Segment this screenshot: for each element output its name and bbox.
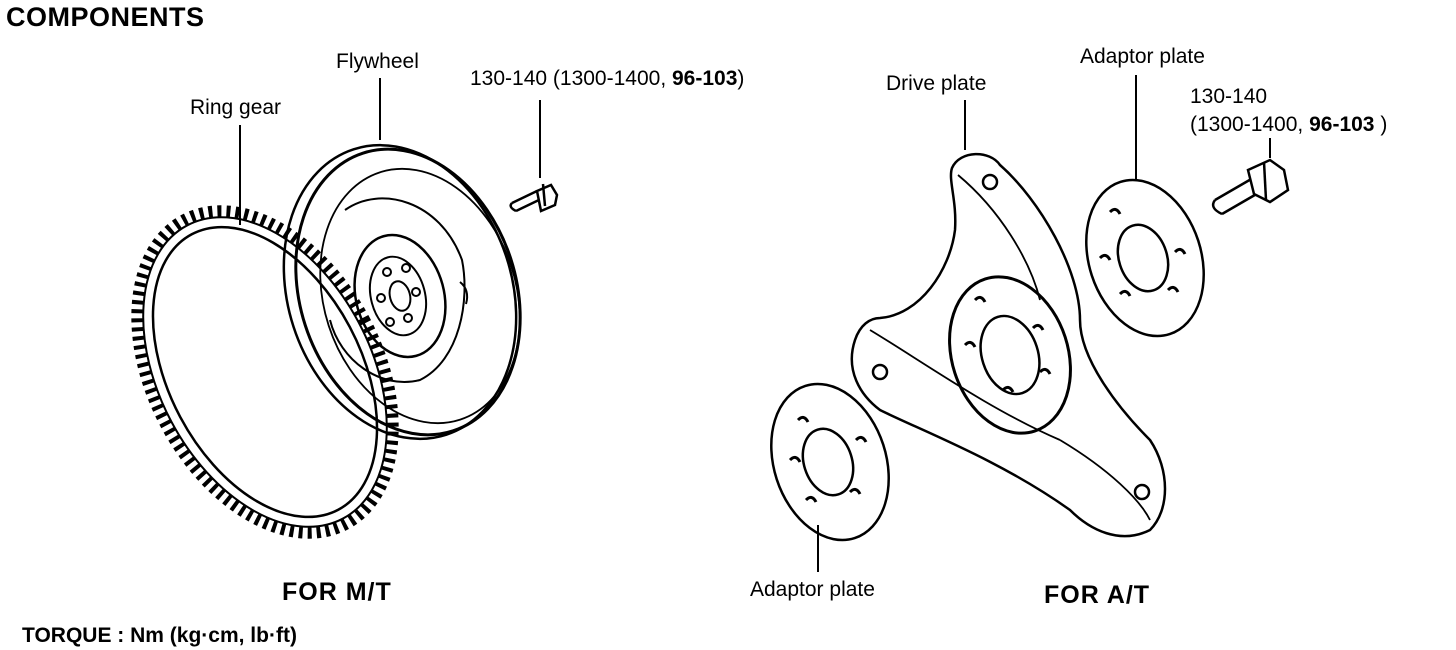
- mt-bolt-torque-bold: 96-103: [672, 67, 738, 90]
- ring-gear: [131, 205, 399, 539]
- at-bolt: [1211, 158, 1290, 216]
- at-bolt-torque-line2-bold: 96-103: [1309, 113, 1375, 136]
- at-bolt-torque-line1: 130-140: [1190, 85, 1268, 108]
- mt-bolt-torque: 130-140 (1300-1400, 96-103): [470, 67, 744, 91]
- at-bolt-torque-line2-suffix: ): [1374, 113, 1388, 136]
- mt-bolt-torque-prefix: 130-140 (1300-1400,: [470, 67, 672, 90]
- drive-plate: [850, 152, 1167, 538]
- adaptor-plate-top: [1085, 178, 1205, 338]
- adaptor-plate-top-label: Adaptor plate: [1080, 45, 1205, 68]
- flywheel: [282, 143, 522, 441]
- page-title: COMPONENTS: [6, 2, 205, 32]
- flywheel-label: Flywheel: [336, 50, 419, 73]
- at-caption: FOR A/T: [1044, 581, 1151, 609]
- mt-bolt: [509, 183, 559, 213]
- at-bolt-torque-line2: (1300-1400, 96-103 ): [1190, 113, 1387, 137]
- at-bolt-torque-line2-prefix: (1300-1400,: [1190, 113, 1310, 136]
- adaptor-plate-bottom: [770, 382, 890, 542]
- adaptor-plate-bottom-label: Adaptor plate: [750, 578, 875, 601]
- drive-plate-label: Drive plate: [886, 72, 987, 95]
- ring-gear-label: Ring gear: [190, 96, 282, 119]
- mt-caption: FOR M/T: [282, 578, 392, 606]
- torque-units: TORQUE : Nm (kg·cm, lb·ft): [22, 624, 297, 647]
- mt-bolt-torque-suffix: ): [737, 67, 745, 90]
